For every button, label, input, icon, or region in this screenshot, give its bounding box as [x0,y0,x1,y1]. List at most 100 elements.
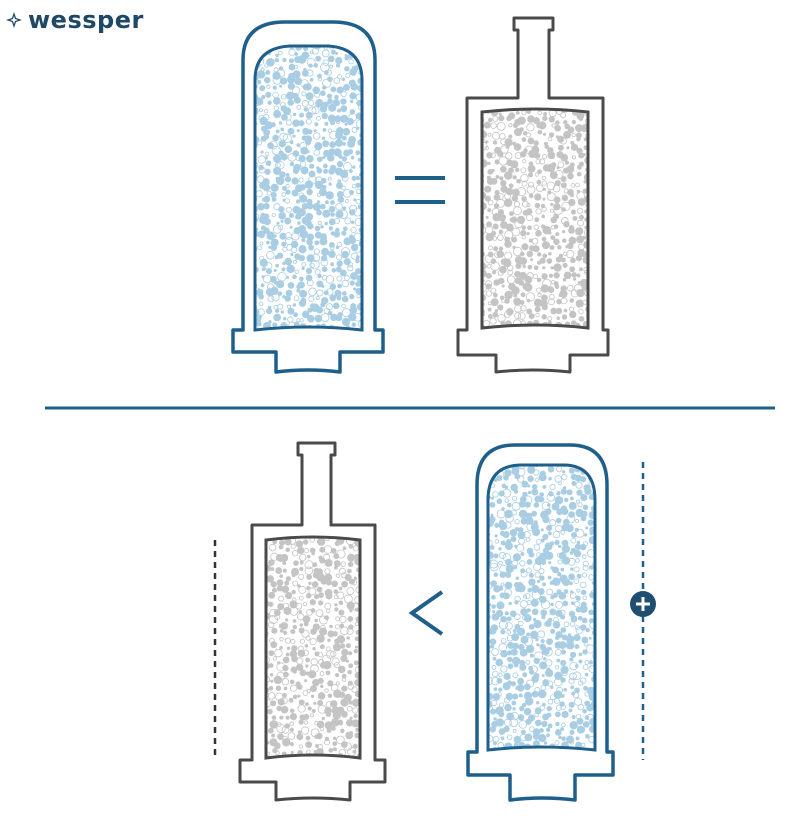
bubble [305,702,309,707]
bubble [549,171,558,180]
bubble [588,636,592,640]
bubble [504,469,512,477]
bubble [332,741,338,747]
bubble [351,322,357,327]
bubble [540,638,545,644]
bubble [535,158,542,165]
bubble [264,63,269,68]
bubble [589,471,595,477]
bubble [546,493,556,502]
bubble [311,47,320,55]
bubble [504,171,513,180]
bubble [258,108,264,113]
bubble [556,658,561,663]
bubble [271,196,277,202]
bubble [509,718,519,727]
bubble [578,267,583,272]
bubble [547,151,556,160]
bubble [514,600,519,605]
bubble [321,49,330,58]
bubble [322,140,330,148]
bubble [547,136,553,142]
bubble [493,572,499,577]
bubble [485,272,492,279]
bubble [344,122,348,126]
bubble [290,750,294,755]
bubble [484,145,489,151]
bubble [483,121,491,129]
bubble [348,331,355,338]
bubble [353,198,357,202]
bubble [599,705,603,709]
bubble [567,172,574,180]
bubble [273,329,280,330]
bubble [568,198,576,207]
bubble [349,169,353,173]
bubble [580,510,588,518]
bubble [334,138,343,147]
bubble [266,84,271,89]
bubble [526,298,531,303]
bubble [553,196,561,204]
bubble [279,171,286,178]
bubble [274,648,283,658]
bubble [322,209,331,218]
bubble [330,650,337,658]
bubble [589,621,595,630]
bubble [289,140,294,145]
bubble [517,620,524,627]
bubble [317,221,322,226]
bubble [289,712,298,721]
bubble [537,169,542,175]
bubble [492,140,498,145]
bubble [348,544,354,549]
bubble [511,194,519,202]
bubble [270,531,274,535]
bubble [316,306,324,314]
bubble [498,711,505,718]
bubble [558,641,567,649]
bubble [582,649,588,655]
bubble [553,238,560,245]
bubble [334,94,339,100]
bubble [285,275,290,280]
bubble [328,332,332,336]
bubble [581,636,589,644]
bubble [524,275,533,284]
bubble [597,740,602,745]
bubble [563,130,572,139]
bubble [499,265,507,274]
bubble [340,114,349,123]
bubble [585,734,590,739]
bubble [285,119,292,126]
bubble [341,673,347,679]
bubble [285,652,290,657]
bubble [560,465,569,468]
bubble [566,284,574,292]
bubble [584,660,590,665]
bubble [557,161,565,169]
bubble [285,91,295,100]
bubble [273,110,282,119]
bubble [520,517,528,525]
bubble [534,202,541,209]
bubble [509,211,514,217]
blue-filter-top [231,20,385,374]
bubble [542,484,547,489]
bubble [314,314,323,323]
bubble [513,143,522,151]
bubble [512,693,519,700]
bubble [492,693,501,701]
bubble [302,615,311,624]
bubble [575,227,584,236]
bubble [582,504,589,511]
bubble [277,603,285,611]
bubble [500,750,507,757]
bubble [569,721,578,730]
bubble [276,579,284,586]
bubble [498,229,504,235]
bubble [282,561,287,565]
bubble [557,144,564,151]
bubble [546,192,556,202]
bubble [311,253,321,263]
